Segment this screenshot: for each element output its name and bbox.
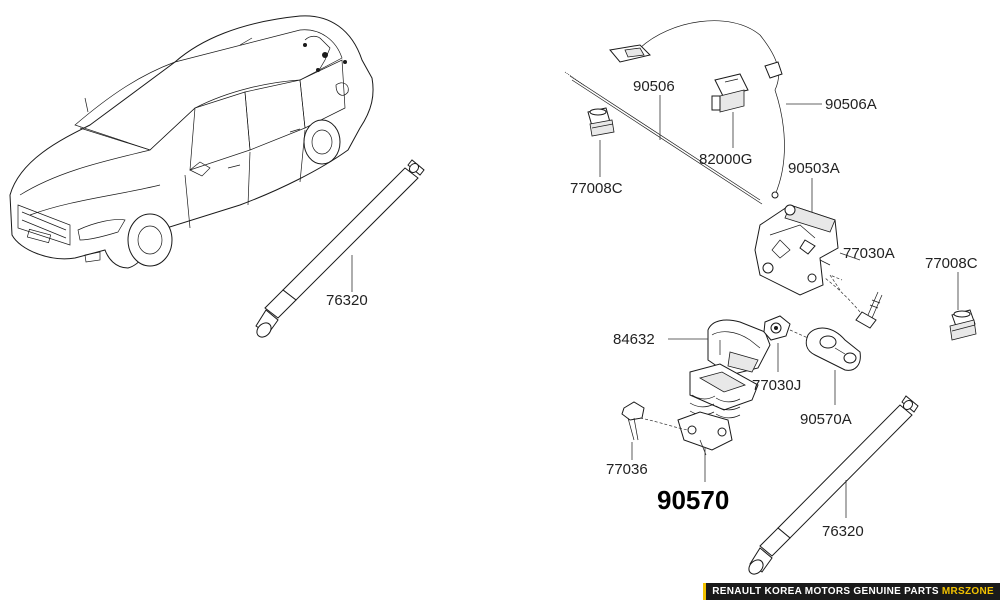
label-90506a: 90506A xyxy=(825,96,877,113)
bolt-small xyxy=(763,315,791,341)
label-76320-right: 76320 xyxy=(822,523,864,540)
label-82000g: 82000G xyxy=(699,151,752,168)
label-90503a: 90503A xyxy=(788,160,840,177)
label-90506: 90506 xyxy=(633,78,675,95)
label-90570-main: 90570 xyxy=(657,485,729,515)
footer-brand: MRSZONE xyxy=(941,586,994,597)
footer-banner: RENAULT KOREA MOTORS GENUINE PARTS MRSZO… xyxy=(703,583,1000,600)
rubber-bumper-top xyxy=(587,107,615,137)
footer-text: RENAULT KOREA MOTORS GENUINE PARTS xyxy=(712,586,939,597)
latch-cover xyxy=(707,319,771,376)
label-76320-left: 76320 xyxy=(326,292,368,309)
release-rod xyxy=(564,71,763,205)
screw-latch xyxy=(855,291,883,329)
label-77030a: 77030A xyxy=(843,245,895,262)
car-illustration xyxy=(9,15,374,269)
footer-accent-bar xyxy=(703,583,707,600)
gas-strut-right xyxy=(748,395,919,575)
trunk-switch xyxy=(711,73,749,113)
label-84632: 84632 xyxy=(613,331,655,348)
gas-strut-left xyxy=(255,159,425,338)
latch-assembly xyxy=(754,204,839,296)
striker-plate xyxy=(805,327,861,371)
label-77030j: 77030J xyxy=(752,377,801,394)
trunk-lock xyxy=(677,363,759,456)
label-77036: 77036 xyxy=(606,461,648,478)
label-77008c-right: 77008C xyxy=(925,255,978,272)
bolt-bottom xyxy=(621,401,645,441)
label-90570a: 90570A xyxy=(800,411,852,428)
label-77008c-top: 77008C xyxy=(570,180,623,197)
rubber-bumper-right xyxy=(949,309,977,341)
release-cable xyxy=(609,20,785,199)
